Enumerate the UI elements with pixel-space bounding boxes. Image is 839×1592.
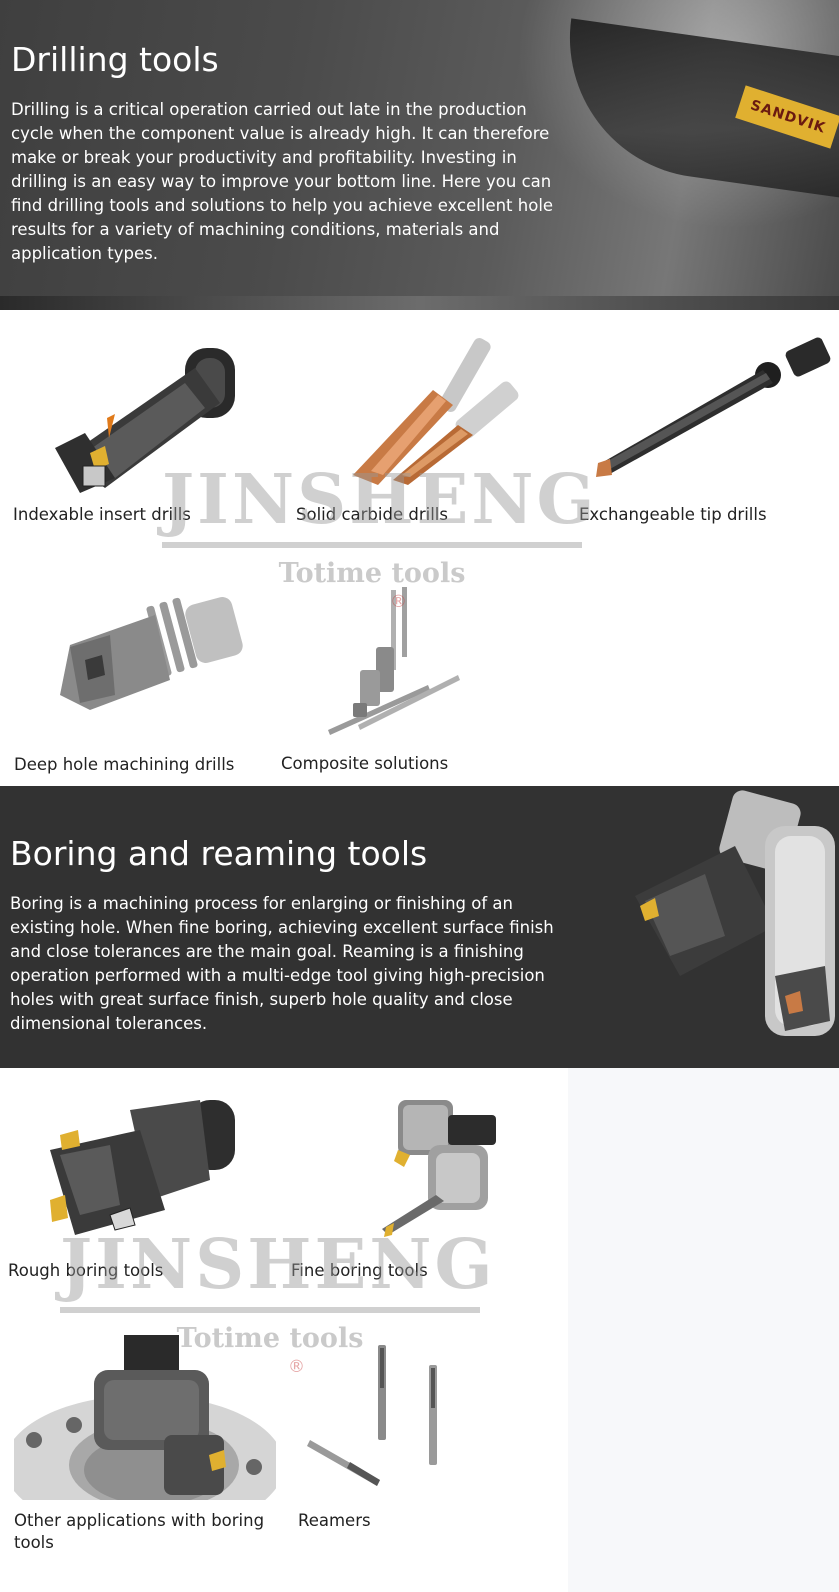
boring-hero: Boring and reaming tools Boring is a mac…	[0, 786, 839, 1068]
category-composite-solutions[interactable]: Composite solutions	[281, 575, 568, 785]
fine-boring-tool-icon	[382, 1100, 496, 1237]
item-label: Composite solutions	[281, 754, 449, 773]
category-reamers[interactable]: Reamers	[290, 1335, 568, 1565]
boring-description: Boring is a machining process for enlarg…	[10, 894, 554, 1033]
boring-tools-hero-image	[635, 790, 835, 1036]
item-label: Reamers	[298, 1511, 371, 1530]
deep-hole-drill-icon	[60, 597, 243, 710]
boring-application-icon	[14, 1335, 276, 1500]
drilling-title: Drilling tools	[11, 40, 219, 79]
item-label: Other applications with boring tools	[14, 1511, 265, 1552]
item-label: Fine boring tools	[291, 1261, 428, 1280]
indexable-drill-icon	[55, 348, 235, 493]
watermark-rule	[60, 1307, 480, 1313]
category-indexable-insert-drills[interactable]: Indexable insert drills	[0, 320, 280, 535]
item-label: Deep hole machining drills	[14, 755, 235, 774]
category-other-boring-applications[interactable]: Other applications with boring tools	[0, 1335, 290, 1565]
right-pale-panel	[568, 1068, 839, 1592]
composite-tools-icon	[328, 587, 460, 735]
drilling-description: Drilling is a critical operation carried…	[11, 100, 554, 263]
watermark-rule	[162, 542, 582, 548]
category-fine-boring-tools[interactable]: Fine boring tools	[283, 1085, 568, 1295]
item-label: Exchangeable tip drills	[579, 505, 767, 524]
item-label: Solid carbide drills	[296, 505, 448, 524]
solid-carbide-drill-icon	[353, 338, 519, 485]
rough-boring-tool-icon	[50, 1100, 235, 1235]
exchangeable-tip-drill-icon	[596, 337, 831, 477]
category-solid-carbide-drills[interactable]: Solid carbide drills	[283, 320, 568, 535]
category-exchangeable-tip-drills[interactable]: Exchangeable tip drills	[568, 320, 839, 535]
item-label: Indexable insert drills	[13, 505, 191, 524]
boring-title: Boring and reaming tools	[10, 834, 428, 873]
category-rough-boring-tools[interactable]: Rough boring tools	[0, 1085, 280, 1295]
item-label: Rough boring tools	[8, 1261, 164, 1280]
hero-bottom-strip	[0, 296, 839, 310]
reamer-icon	[307, 1345, 437, 1486]
category-deep-hole-machining-drills[interactable]: Deep hole machining drills	[0, 575, 280, 785]
drilling-hero: SANDVIK Drilling tools Drilling is a cri…	[0, 0, 839, 310]
